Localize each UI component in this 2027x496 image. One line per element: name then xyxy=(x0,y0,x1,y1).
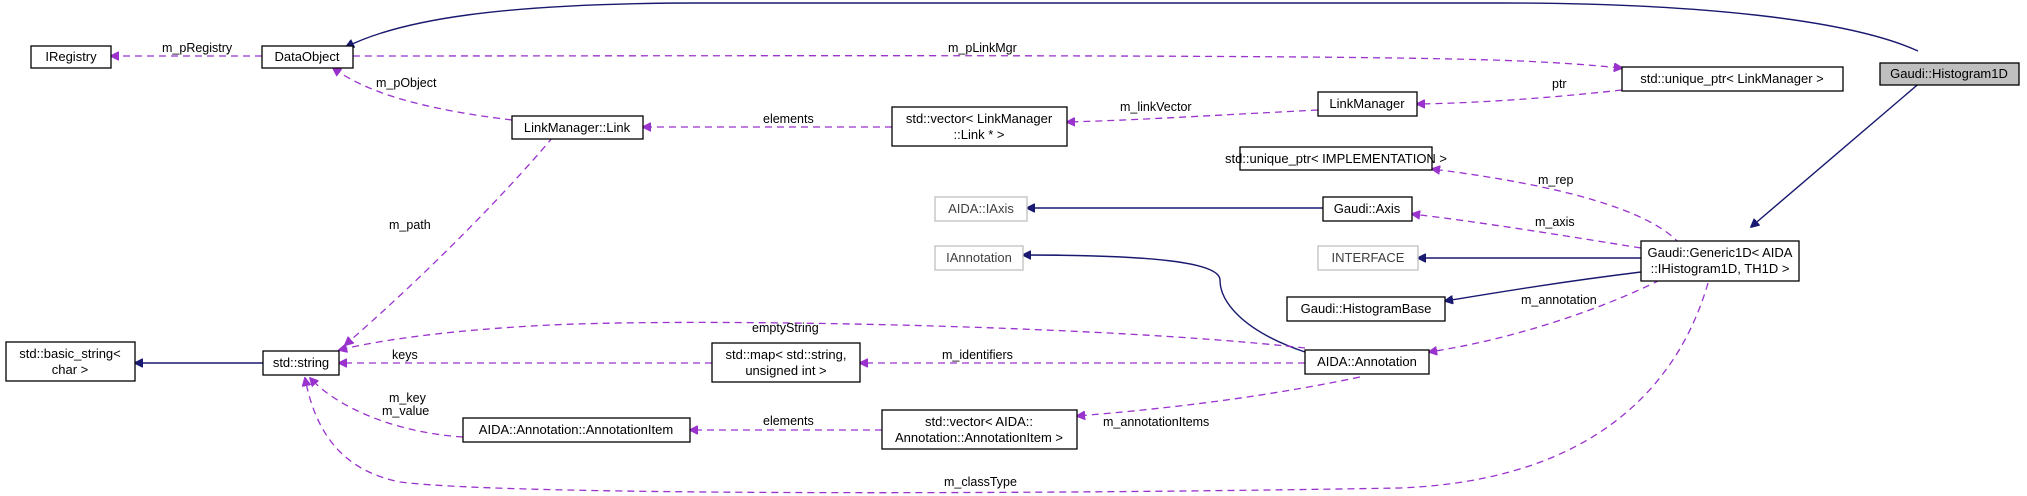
edge-m_pObject xyxy=(333,68,513,121)
node-unique-ptr-linkmanager-label: std::unique_ptr< LinkManager > xyxy=(1640,71,1824,86)
node-std-map-label-1: std::map< std::string, xyxy=(725,347,846,362)
node-std-string-label: std::string xyxy=(273,355,329,370)
label-ptr: ptr xyxy=(1552,77,1567,91)
edge-m_axis xyxy=(1412,214,1642,249)
node-vector-link-label-1: std::vector< LinkManager xyxy=(906,111,1053,126)
edges xyxy=(111,2,1937,494)
edge-m_rep xyxy=(1432,169,1681,245)
label-m_key: m_key xyxy=(389,391,427,405)
node-vector-annotation-item[interactable]: std::vector< AIDA:: Annotation::Annotati… xyxy=(881,409,1078,450)
edge-generic1d-to-histogrambase xyxy=(1445,271,1642,301)
label-m_path: m_path xyxy=(389,218,431,232)
node-histogrambase[interactable]: Gaudi::HistogramBase xyxy=(1286,296,1446,322)
node-annotation-item[interactable]: AIDA::Annotation::AnnotationItem xyxy=(462,417,691,443)
node-generic1d-label-2: ::IHistogram1D, TH1D > xyxy=(1651,261,1790,276)
node-vector-link[interactable]: std::vector< LinkManager ::Link * > xyxy=(891,106,1068,147)
label-elements-link: elements xyxy=(763,112,814,126)
edge-m_pLinkMgr xyxy=(352,55,1622,68)
edge-m_path xyxy=(345,136,554,345)
label-m_annotationItems: m_annotationItems xyxy=(1103,415,1209,429)
node-interface[interactable]: INTERFACE xyxy=(1317,245,1419,271)
node-iregistry-label: IRegistry xyxy=(45,49,97,64)
node-unique-ptr-implementation[interactable]: std::unique_ptr< IMPLEMENTATION > xyxy=(1225,146,1447,171)
node-vector-annotation-item-label-1: std::vector< AIDA:: xyxy=(925,414,1033,429)
label-m_pLinkMgr: m_pLinkMgr xyxy=(948,41,1017,55)
node-basic-string-label-2: char > xyxy=(52,362,89,377)
node-iannotation-label: IAnnotation xyxy=(946,250,1012,265)
edge-emptyString xyxy=(339,321,1306,350)
node-gaudi-axis-label: Gaudi::Axis xyxy=(1334,201,1401,216)
node-iregistry[interactable]: IRegistry xyxy=(30,45,112,69)
edge-m_annotationItems xyxy=(1077,376,1361,416)
node-linkmanager-link[interactable]: LinkManager::Link xyxy=(511,115,644,140)
node-annotation-item-label: AIDA::Annotation::AnnotationItem xyxy=(479,422,673,437)
label-keys: keys xyxy=(392,348,418,362)
label-m_value: m_value xyxy=(382,404,429,418)
node-generic1d-label-1: Gaudi::Generic1D< AIDA xyxy=(1648,245,1793,260)
label-m_rep: m_rep xyxy=(1538,173,1573,187)
edge-annotation-to-iannotation xyxy=(1023,255,1306,353)
node-interface-label: INTERFACE xyxy=(1332,250,1405,265)
label-m_classType: m_classType xyxy=(944,475,1017,489)
node-linkmanager[interactable]: LinkManager xyxy=(1317,91,1418,117)
edge-m_linkVector xyxy=(1067,109,1319,122)
node-histogram1d[interactable]: Gaudi::Histogram1D xyxy=(1879,62,2020,86)
node-std-string[interactable]: std::string xyxy=(262,350,340,376)
node-iannotation[interactable]: IAnnotation xyxy=(934,245,1024,271)
label-m_axis: m_axis xyxy=(1535,215,1575,229)
node-histogrambase-label: Gaudi::HistogramBase xyxy=(1301,301,1432,316)
node-std-map[interactable]: std::map< std::string, unsigned int > xyxy=(711,342,861,383)
label-m_annotation: m_annotation xyxy=(1521,293,1597,307)
edge-histogram1d-to-dataobject xyxy=(346,2,1919,52)
node-gaudi-axis[interactable]: Gaudi::Axis xyxy=(1322,196,1413,222)
label-m_pRegistry: m_pRegistry xyxy=(162,41,233,55)
node-basic-string[interactable]: std::basic_string< char > xyxy=(5,341,136,382)
node-vector-link-label-2: ::Link * > xyxy=(954,127,1005,142)
label-m_pObject: m_pObject xyxy=(376,76,437,90)
edge-ptr xyxy=(1417,89,1623,104)
edge-m_annotation xyxy=(1429,279,1661,352)
node-histogram1d-label: Gaudi::Histogram1D xyxy=(1890,66,2008,81)
label-m_identifiers: m_identifiers xyxy=(942,348,1013,362)
node-vector-annotation-item-label-2: Annotation::AnnotationItem > xyxy=(895,430,1063,445)
node-aida-annotation[interactable]: AIDA::Annotation xyxy=(1304,349,1430,375)
label-emptyString: emptyString xyxy=(752,321,819,335)
node-linkmanager-link-label: LinkManager::Link xyxy=(524,120,631,135)
node-unique-ptr-linkmanager[interactable]: std::unique_ptr< LinkManager > xyxy=(1621,66,1844,92)
edge-m_classType xyxy=(305,282,1709,494)
node-linkmanager-label: LinkManager xyxy=(1329,96,1405,111)
node-std-map-label-2: unsigned int > xyxy=(745,363,826,378)
label-elements-item: elements xyxy=(763,414,814,428)
node-generic1d[interactable]: Gaudi::Generic1D< AIDA ::IHistogram1D, T… xyxy=(1640,240,1800,282)
node-dataobject-label: DataObject xyxy=(274,49,339,64)
label-m_linkVector: m_linkVector xyxy=(1120,100,1192,114)
edge-labels: m_pRegistry m_pLinkMgr ptr m_pObject ele… xyxy=(162,41,1597,489)
node-aida-iaxis-label: AIDA::IAxis xyxy=(948,201,1014,216)
node-aida-iaxis[interactable]: AIDA::IAxis xyxy=(934,196,1028,222)
edge-histogram1d-to-generic1d xyxy=(1751,68,1937,227)
node-dataobject[interactable]: DataObject xyxy=(261,45,354,69)
node-basic-string-label-1: std::basic_string< xyxy=(19,346,121,361)
node-unique-ptr-implementation-label: std::unique_ptr< IMPLEMENTATION > xyxy=(1225,151,1447,166)
node-aida-annotation-label: AIDA::Annotation xyxy=(1317,354,1417,369)
